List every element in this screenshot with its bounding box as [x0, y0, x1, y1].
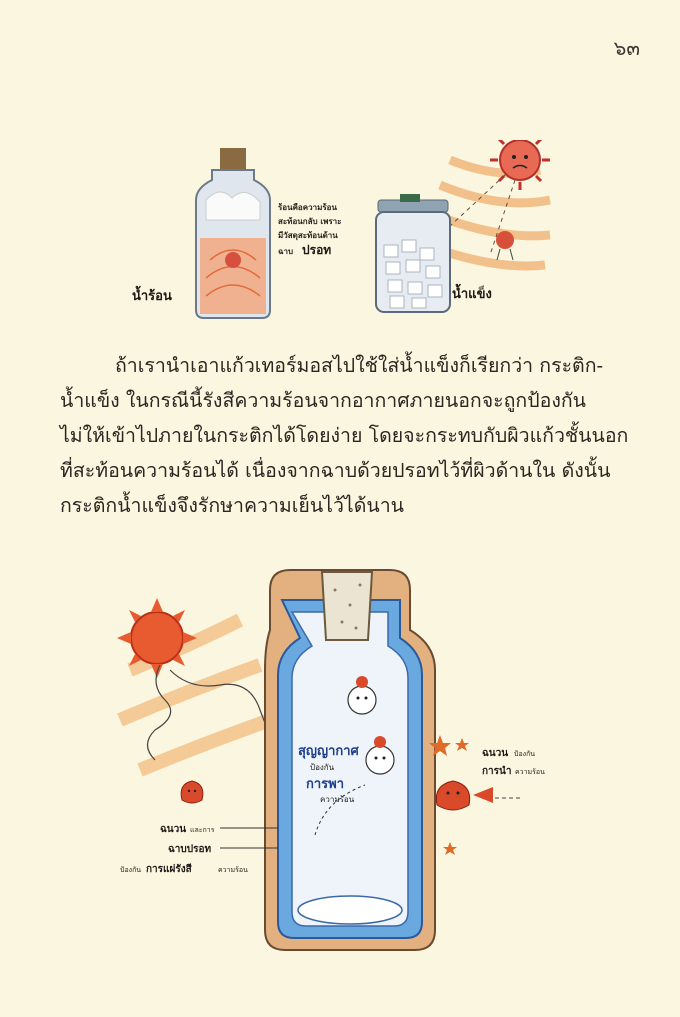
- paragraph-line: น้ำแข็ง ในกรณีนี้รังสีความร้อนจากอากาศภา…: [60, 389, 586, 412]
- top-illustration: น้ำร้อน ร้อนคือความร้อน สะท้อนกลับ เพราะ…: [132, 140, 551, 319]
- vacuum-sub2: ความร้อน: [320, 795, 355, 804]
- paragraph-line: ไม่ให้เข้าไปภายในกระติกได้โดยง่าย โดยจะก…: [60, 424, 629, 447]
- paragraph-line: ที่สะท้อนความร้อนได้ เนื่องจากฉาบด้วยปรอ…: [60, 459, 611, 482]
- vacuum-main2: การพา: [306, 777, 344, 792]
- note-line-3: มีวัสดุสะท้อนด้าน: [278, 230, 338, 241]
- cork-icon: [320, 571, 374, 641]
- vacuum-sub1: ป้องกัน: [310, 763, 335, 772]
- heat-character-icon: [435, 780, 493, 811]
- left-label-1: ฉนวน: [160, 824, 186, 835]
- note-line-4: ฉาบ: [278, 247, 293, 256]
- insulation-label2: การนำ: [482, 765, 512, 777]
- insulation-sub2: ความร้อน: [515, 768, 545, 776]
- molecule-character-icon: [365, 736, 395, 775]
- thermos-inner: [290, 611, 409, 927]
- hot-water-label: น้ำร้อน: [132, 285, 172, 304]
- vacuum-label: สุญญากาศ: [298, 744, 360, 759]
- sun-icon: [490, 140, 550, 190]
- left-label-1-sub: และการ: [190, 826, 215, 834]
- thermos-illustration: สุญญากาศ ป้องกัน การพา ความร้อน ฉนวน ป้อ…: [117, 569, 545, 951]
- left-label-2: ฉาบปรอท: [168, 843, 211, 855]
- body-paragraph: ถ้าเรานำเอาแก้วเทอร์มอสไปใช้ใส่น้ำแข็งก็…: [60, 348, 640, 523]
- note-line-2: สะท้อนกลับ เพราะ: [278, 216, 341, 226]
- page-number: ๖๓: [613, 36, 640, 60]
- left-label-3: การแผ่รังสี: [146, 863, 193, 875]
- reflection-note: ร้อนคือความร้อน สะท้อนกลับ เพราะ มีวัสดุ…: [278, 202, 341, 257]
- heat-rays: [117, 613, 273, 777]
- note-emphasis: ปรอท: [302, 243, 331, 257]
- heat-character-icon: [496, 231, 514, 261]
- insulation-label: ฉนวน: [482, 748, 508, 759]
- heat-character-icon: [180, 780, 204, 804]
- paragraph-line: ถ้าเรานำเอาแก้วเทอร์มอสไปใช้ใส่น้ำแข็งก็…: [115, 354, 604, 377]
- paragraph-line: กระติกน้ำแข็งจึงรักษาความเย็นไว้ได้นาน: [60, 494, 405, 517]
- sun-icon: [117, 598, 197, 678]
- left-label-3-pre: ป้องกัน: [120, 866, 141, 874]
- ice-jar: [375, 194, 451, 313]
- ice-label: น้ำแข็ง: [452, 283, 492, 302]
- molecule-character-icon: [347, 676, 377, 715]
- note-line-1: ร้อนคือความร้อน: [278, 202, 337, 212]
- insulation-sub: ป้องกัน: [514, 750, 535, 758]
- left-label-3-sub: ความร้อน: [218, 866, 248, 874]
- hot-water-bottle: [195, 148, 271, 319]
